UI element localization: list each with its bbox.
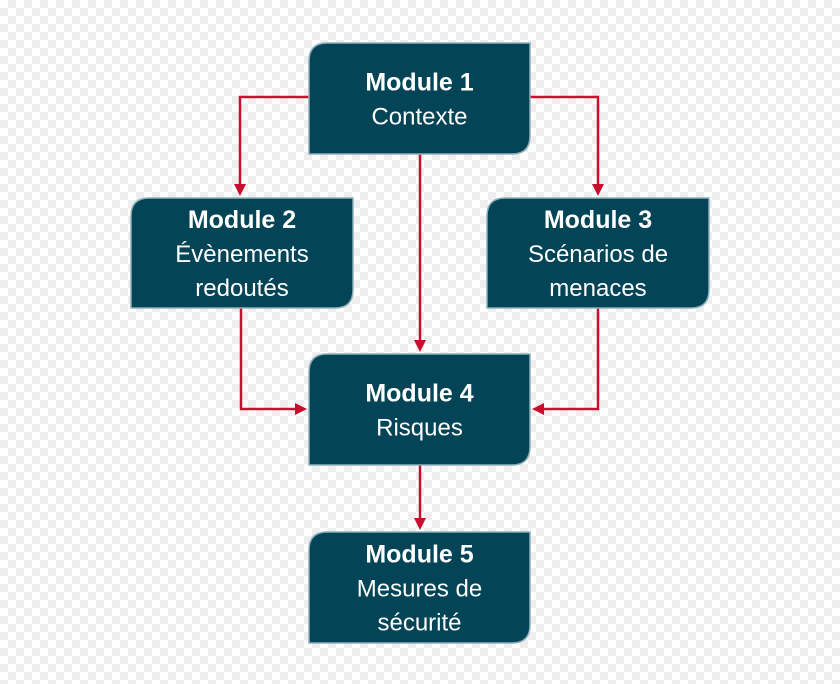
node-module-4: Module 4 Risques — [308, 353, 531, 466]
node-label-line: Scénarios de — [528, 241, 668, 268]
connector-module-2-to-module-4 — [239, 308, 307, 415]
arrowhead-icon — [532, 403, 544, 415]
node-box — [130, 197, 354, 309]
node-module-3: Module 3 Scénarios de menaces — [486, 197, 710, 309]
node-title: Module 5 — [365, 541, 473, 569]
arrowhead-icon — [234, 184, 246, 196]
node-box — [308, 42, 531, 155]
node-module-5: Module 5 Mesures de sécurité — [308, 531, 531, 644]
connector-module-1-to-module-4 — [414, 154, 426, 352]
arrowhead-icon — [414, 518, 426, 530]
connector-line — [238, 95, 309, 184]
node-label-line: Mesures de — [357, 576, 482, 603]
connector-module-3-to-module-4 — [532, 308, 600, 415]
arrowhead-icon — [592, 184, 604, 196]
node-label-line: Risques — [376, 415, 463, 442]
node-title: Module 1 — [365, 69, 473, 97]
node-title: Module 2 — [188, 206, 296, 234]
node-box — [308, 531, 531, 644]
connector-line — [544, 308, 600, 411]
node-module-1: Module 1 Contexte — [308, 42, 531, 155]
node-module-2: Module 2 Évènements redoutés — [130, 197, 354, 309]
node-label-line: menaces — [549, 275, 646, 302]
node-label-line: Évènements — [175, 241, 308, 268]
node-box — [308, 353, 531, 466]
connector-module-1-to-module-3 — [530, 95, 604, 196]
connector-module-1-to-module-2 — [234, 95, 309, 196]
node-label-line: sécurité — [377, 610, 461, 637]
node-title: Module 3 — [544, 206, 652, 234]
arrowhead-icon — [295, 403, 307, 415]
node-label-line: redoutés — [195, 275, 288, 302]
node-label-line: Contexte — [371, 104, 467, 131]
node-title: Module 4 — [365, 380, 473, 408]
node-box — [486, 197, 710, 309]
connector-line — [239, 308, 295, 411]
connector-line — [530, 95, 600, 184]
connector-module-4-to-module-5 — [414, 465, 426, 530]
connectors-layer — [234, 95, 604, 530]
arrowhead-icon — [414, 340, 426, 352]
